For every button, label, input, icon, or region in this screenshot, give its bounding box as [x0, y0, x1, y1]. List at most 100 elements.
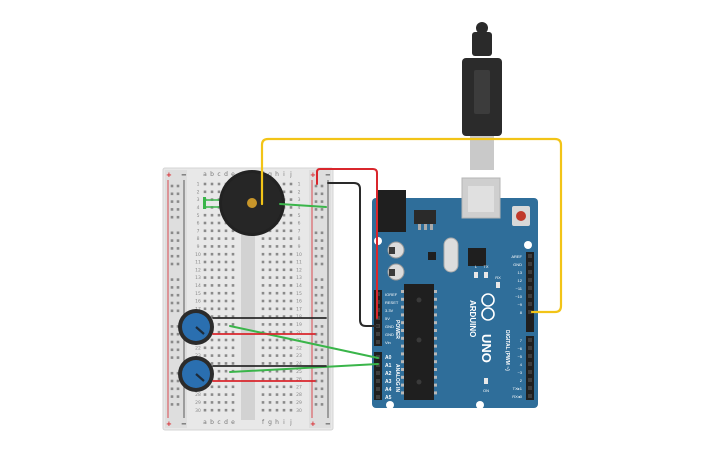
rail-hole[interactable] [176, 184, 180, 188]
breadboard-hole[interactable] [268, 237, 272, 240]
rail-hole[interactable] [176, 387, 180, 391]
breadboard-hole[interactable] [203, 260, 207, 264]
digital-pin[interactable] [528, 338, 532, 342]
breadboard-hole[interactable] [282, 354, 286, 357]
breadboard-hole[interactable] [289, 182, 293, 186]
breadboard-hole[interactable] [289, 369, 293, 373]
rail-hole[interactable] [314, 208, 318, 211]
rail-hole[interactable] [320, 301, 324, 305]
breadboard-hole[interactable] [203, 182, 207, 186]
rail-hole[interactable] [170, 403, 174, 406]
breadboard-hole[interactable] [210, 252, 214, 256]
rail-hole[interactable] [314, 192, 318, 196]
rail-hole[interactable] [320, 371, 324, 375]
rail-hole[interactable] [320, 192, 324, 196]
rail-hole[interactable] [320, 239, 324, 242]
breadboard-hole[interactable] [268, 401, 272, 404]
power-pin[interactable] [376, 332, 380, 336]
breadboard-hole[interactable] [268, 276, 272, 279]
breadboard-hole[interactable] [282, 346, 286, 350]
breadboard-hole[interactable] [289, 206, 293, 209]
breadboard-hole[interactable] [224, 276, 228, 279]
rail-hole[interactable] [320, 387, 324, 391]
digital-pin[interactable] [528, 294, 532, 298]
breadboard-hole[interactable] [261, 315, 265, 318]
breadboard-hole[interactable] [282, 369, 286, 373]
breadboard-hole[interactable] [282, 330, 286, 334]
rail-hole[interactable] [314, 356, 318, 359]
breadboard-hole[interactable] [268, 252, 272, 256]
breadboard-hole[interactable] [231, 276, 235, 279]
breadboard-hole[interactable] [268, 307, 272, 311]
breadboard-hole[interactable] [282, 401, 286, 404]
breadboard-hole[interactable] [282, 221, 286, 225]
rail-hole[interactable] [314, 332, 318, 336]
breadboard-hole[interactable] [261, 401, 265, 404]
rail-hole[interactable] [314, 254, 318, 258]
breadboard-hole[interactable] [289, 221, 293, 225]
analog-pin[interactable] [376, 371, 380, 375]
rail-hole[interactable] [314, 200, 318, 203]
breadboard-hole[interactable] [203, 346, 207, 350]
rail-hole[interactable] [176, 403, 180, 406]
breadboard-hole[interactable] [224, 268, 228, 272]
rail-hole[interactable] [314, 340, 318, 344]
breadboard-hole[interactable] [217, 213, 221, 217]
rail-hole[interactable] [176, 348, 180, 352]
breadboard-hole[interactable] [203, 221, 207, 225]
rail-hole[interactable] [170, 247, 174, 250]
rail-hole[interactable] [314, 325, 318, 328]
breadboard-hole[interactable] [268, 346, 272, 350]
breadboard-hole[interactable] [210, 229, 214, 233]
breadboard-hole[interactable] [261, 354, 265, 357]
breadboard-hole[interactable] [217, 229, 221, 233]
breadboard-hole[interactable] [268, 268, 272, 272]
breadboard-hole[interactable] [224, 408, 228, 412]
breadboard-hole[interactable] [217, 408, 221, 412]
breadboard-hole[interactable] [261, 338, 265, 342]
breadboard-hole[interactable] [203, 276, 207, 279]
breadboard-hole[interactable] [289, 401, 293, 404]
breadboard-hole[interactable] [210, 299, 214, 303]
breadboard-hole[interactable] [261, 245, 265, 248]
breadboard-hole[interactable] [224, 291, 228, 295]
digital-pin[interactable] [528, 346, 532, 350]
breadboard-hole[interactable] [261, 385, 265, 389]
rail-hole[interactable] [176, 208, 180, 211]
breadboard-hole[interactable] [203, 229, 207, 233]
rail-hole[interactable] [170, 293, 174, 297]
breadboard-hole[interactable] [217, 276, 221, 279]
breadboard-hole[interactable] [282, 362, 286, 365]
wire-green-pot1-to-a0[interactable] [229, 325, 379, 359]
rail-hole[interactable] [320, 332, 324, 336]
breadboard-hole[interactable] [231, 323, 235, 326]
breadboard-hole[interactable] [268, 330, 272, 334]
breadboard-hole[interactable] [224, 393, 228, 396]
rail-hole[interactable] [170, 286, 174, 289]
breadboard-hole[interactable] [275, 307, 279, 311]
breadboard-hole[interactable] [282, 229, 286, 233]
breadboard-hole[interactable] [210, 276, 214, 279]
breadboard-hole[interactable] [217, 401, 221, 404]
breadboard-hole[interactable] [268, 284, 272, 287]
breadboard-hole[interactable] [289, 299, 293, 303]
breadboard-hole[interactable] [289, 354, 293, 357]
breadboard-hole[interactable] [289, 377, 293, 381]
breadboard-hole[interactable] [210, 284, 214, 287]
breadboard-hole[interactable] [275, 323, 279, 326]
breadboard-hole[interactable] [203, 284, 207, 287]
rail-hole[interactable] [314, 371, 318, 375]
breadboard-hole[interactable] [261, 307, 265, 311]
power-pin[interactable] [376, 340, 380, 344]
rail-hole[interactable] [176, 379, 180, 383]
digital-pin[interactable] [528, 302, 532, 306]
breadboard-hole[interactable] [210, 354, 214, 357]
breadboard-hole[interactable] [289, 245, 293, 248]
breadboard-hole[interactable] [203, 252, 207, 256]
breadboard-hole[interactable] [210, 237, 214, 240]
breadboard-hole[interactable] [217, 252, 221, 256]
breadboard-hole[interactable] [217, 330, 221, 334]
rail-hole[interactable] [176, 215, 180, 219]
rail-hole[interactable] [176, 286, 180, 289]
rail-hole[interactable] [176, 200, 180, 203]
